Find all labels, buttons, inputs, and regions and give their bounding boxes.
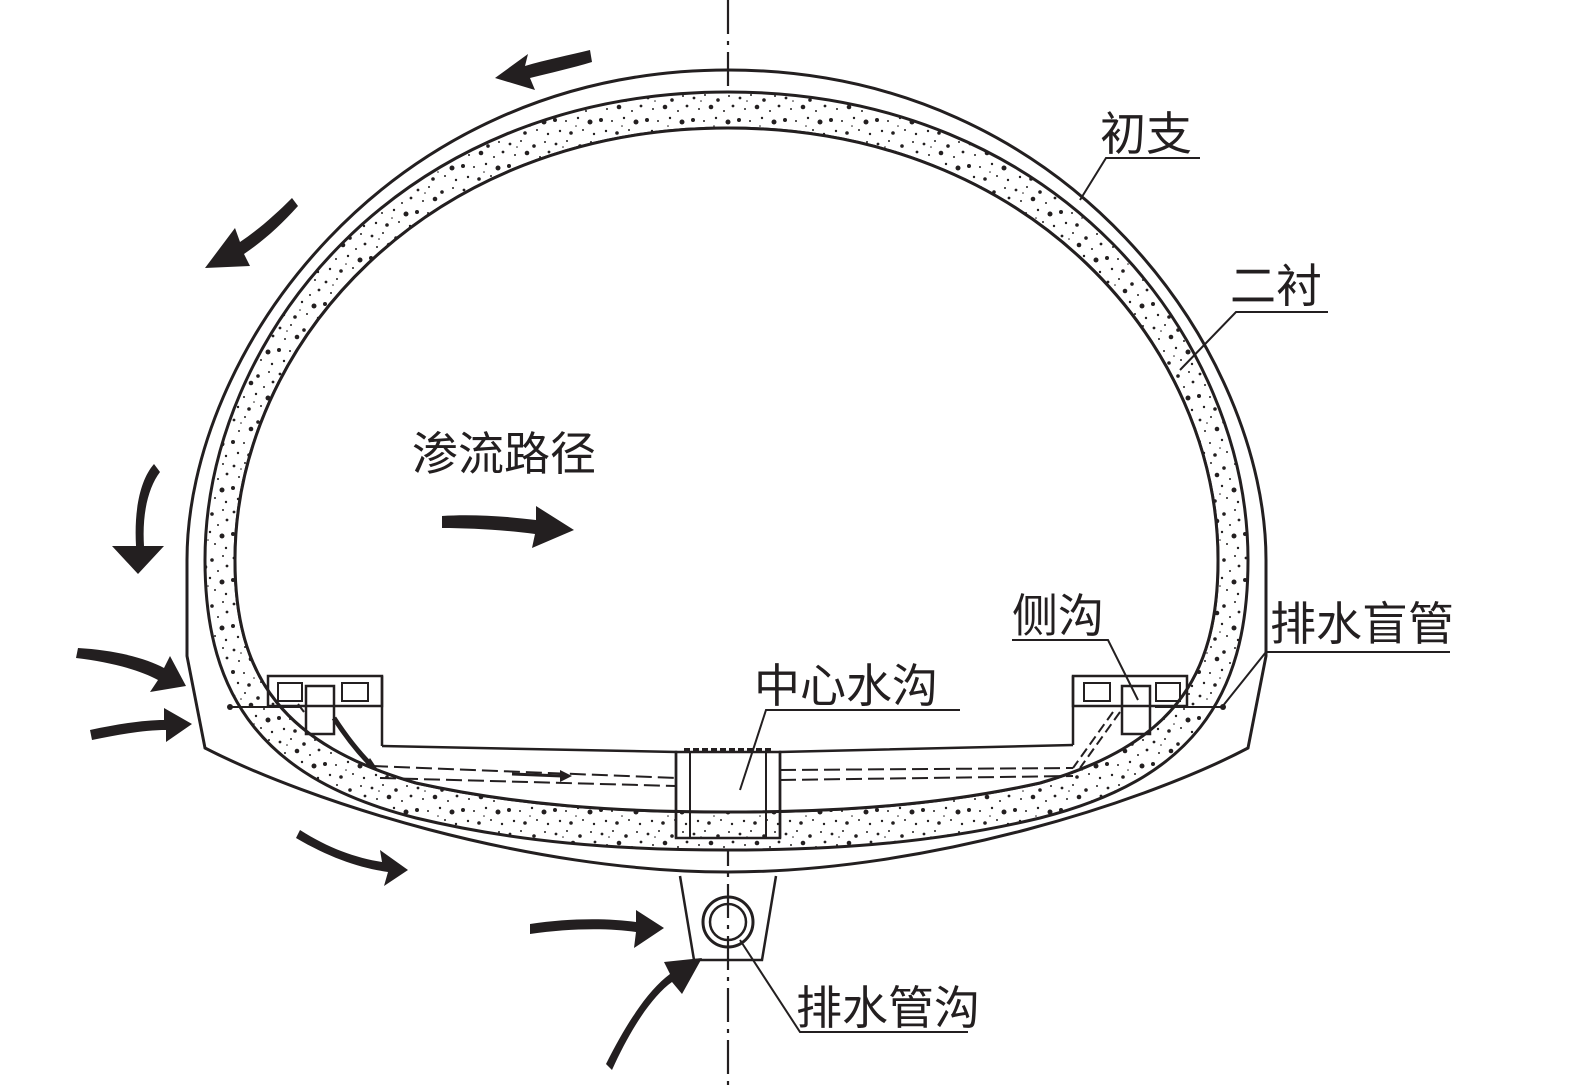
label-secondary-lining: 二衬 [1230, 259, 1322, 313]
left-side-ditch [227, 674, 384, 770]
label-side-ditch: 侧沟 [1012, 589, 1104, 643]
primary-support-outer [185, 68, 1268, 874]
label-center-ditch: 中心水沟 [754, 659, 938, 713]
leader-center-ditch [739, 709, 960, 791]
seepage-arrows [76, 50, 702, 1070]
leader-side-ditch [1012, 639, 1139, 701]
label-drain-pipe-trench: 排水管沟 [796, 981, 980, 1035]
center-ditch [674, 748, 782, 840]
left-transverse-drain [371, 765, 677, 787]
leader-secondary-lining [1179, 311, 1328, 371]
curved-arrow-icon [442, 506, 574, 548]
curved-arrow-icon [76, 648, 186, 692]
curved-arrow-icon [296, 830, 408, 886]
curved-arrow-icon [530, 910, 664, 948]
leader-drain-trench [739, 939, 968, 1033]
curved-arrow-icon [112, 464, 164, 574]
curved-arrow-icon [90, 708, 192, 742]
label-primary-support: 初支 [1100, 107, 1192, 161]
label-drain-blind-pipe: 排水盲管 [1270, 597, 1454, 651]
label-seepage-path: 渗流路径 [412, 427, 596, 481]
drain-pipe-trench [678, 875, 778, 962]
curved-arrow-icon [606, 958, 702, 1070]
leader-primary-support [1079, 157, 1200, 201]
right-transverse-drain [779, 767, 1074, 781]
circle-pipe-icon [701, 895, 755, 949]
leader-drain-blind-pipe [1221, 651, 1450, 708]
curved-arrow-icon [495, 50, 592, 90]
tunnel-inner-void [233, 126, 1220, 814]
curved-arrow-icon [205, 198, 298, 268]
